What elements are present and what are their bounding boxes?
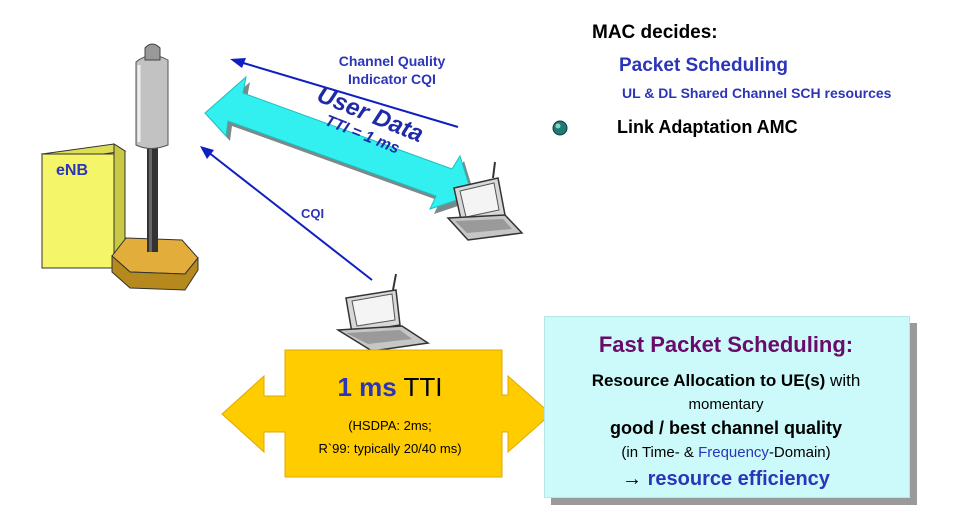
cqi-lower-label: CQI — [301, 206, 325, 221]
packet-scheduling-label: Packet Scheduling — [619, 55, 788, 76]
fps-title: Fast Packet Scheduling: — [598, 332, 854, 357]
cqi-top-line2: Indicator CQI — [348, 71, 436, 87]
antenna-base — [111, 237, 199, 291]
fps-line4-b: -Domain) — [768, 444, 831, 461]
fps-line4-frequency: Frequency — [698, 444, 769, 461]
link-adaptation-label: Link Adaptation AMC — [617, 117, 798, 137]
tti-unit: TTI — [396, 372, 443, 402]
globe-bullet-icon — [552, 120, 568, 136]
fps-line1: Resource Allocation to UE(s) with — [544, 371, 908, 391]
antenna-mast-icon — [135, 43, 169, 252]
fps-line1-rest: with — [825, 371, 861, 390]
fast-packet-scheduling-box — [544, 316, 910, 498]
fps-resource-efficiency: resource efficiency — [647, 468, 830, 490]
tti-headline: 1 ms TTI — [280, 372, 500, 403]
cqi-top-label: Channel Quality Indicator CQI — [318, 52, 466, 88]
shared-channel-label: UL & DL Shared Channel SCH resources — [622, 85, 892, 101]
tti-note-line1: (HSDPA: 2ms; — [348, 418, 432, 433]
enb-label: eNB — [56, 162, 89, 179]
right-arrow-icon: → — [622, 468, 648, 490]
cqi-arrow-top — [230, 58, 459, 128]
fps-line4-a: (in Time- & — [621, 444, 699, 461]
fps-line2: momentary — [688, 396, 764, 413]
fps-line1-bold: Resource Allocation to UE(s) — [591, 371, 826, 390]
tti-value: 1 ms — [337, 372, 397, 402]
tti-notes: (HSDPA: 2ms; R`99: typically 20/40 ms) — [280, 414, 500, 460]
laptop-icon — [335, 273, 431, 352]
fps-line3: good / best channel quality — [609, 418, 843, 438]
cqi-arrow-lower — [200, 146, 373, 281]
fps-line5: → resource efficiency — [544, 468, 908, 491]
tti-note-line2: R`99: typically 20/40 ms) — [318, 441, 462, 456]
fps-line4: (in Time- & Frequency-Domain) — [544, 444, 908, 461]
mac-decides-title: MAC decides: — [592, 22, 718, 43]
enb-building — [40, 143, 127, 269]
cqi-top-line1: Channel Quality — [338, 53, 446, 69]
laptop-icon — [446, 161, 524, 241]
